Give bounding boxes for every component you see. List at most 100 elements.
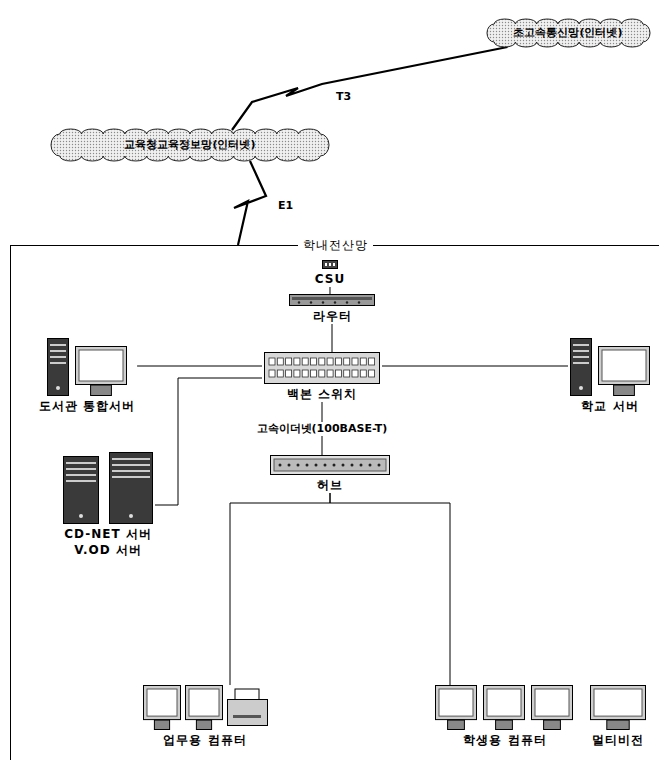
csu-led xyxy=(325,263,327,266)
router-device: 라우터 xyxy=(287,294,377,324)
hub-device: 허브 xyxy=(268,455,392,493)
monitor-stand xyxy=(544,720,561,729)
server-computer-icon xyxy=(47,338,127,396)
server-computer-label: 학교 서버 xyxy=(570,398,650,414)
server-computer: 도서관 통합서버 xyxy=(37,338,137,414)
hub-panel xyxy=(274,459,386,471)
tower-case xyxy=(571,339,592,396)
tower-slot xyxy=(66,474,96,476)
router-led xyxy=(298,301,300,303)
csu-device-icon xyxy=(322,260,338,269)
hub-device-icon xyxy=(270,455,390,475)
monitor-case xyxy=(591,686,646,720)
tower-slot xyxy=(573,356,589,358)
tower-slot xyxy=(112,464,150,466)
router-led xyxy=(346,301,348,303)
monitor-case xyxy=(185,686,222,720)
hub-led xyxy=(369,464,372,467)
tower-case xyxy=(64,457,99,524)
server-computer-icon xyxy=(570,338,650,396)
link-line xyxy=(137,366,262,367)
switch-body xyxy=(265,353,380,384)
tower-button xyxy=(129,514,133,518)
switch-port xyxy=(269,358,275,365)
monitor-stand xyxy=(496,720,513,729)
csu-led xyxy=(333,263,335,266)
monitor-screen xyxy=(439,689,473,716)
monitor-stand xyxy=(196,720,211,729)
tower-slot xyxy=(66,468,96,470)
tower-slot xyxy=(573,344,589,346)
switch-port xyxy=(344,370,350,377)
monitor-case xyxy=(484,686,525,720)
link-label: 고속이더넷(100BASE-T) xyxy=(255,422,390,436)
office-computers-icon xyxy=(143,685,268,730)
server-towers-label: CD-NET 서버 xyxy=(63,526,153,542)
tower-slot xyxy=(50,356,66,358)
tower-button xyxy=(79,514,83,518)
hub-led xyxy=(360,464,363,467)
multivision-screen-icon xyxy=(588,685,648,730)
link-line xyxy=(330,493,450,685)
switch-port xyxy=(327,358,333,365)
cloud-outline xyxy=(51,129,329,161)
monitor-screen xyxy=(79,350,123,381)
hub-device-label: 허브 xyxy=(270,477,390,493)
tower-slot xyxy=(112,476,150,478)
router-led xyxy=(358,301,360,303)
switch-port xyxy=(319,358,325,365)
monitor-case xyxy=(436,686,477,720)
server-computer: 학교 서버 xyxy=(568,338,652,414)
switch-port xyxy=(277,358,283,365)
csu-device: CSU xyxy=(313,260,347,287)
switch-port xyxy=(360,358,366,365)
monitor-stand xyxy=(448,720,465,729)
monitor-screen xyxy=(189,689,219,716)
router-device-icon xyxy=(289,294,375,306)
switch-port xyxy=(335,370,341,377)
monitor-case xyxy=(599,347,650,385)
server-towers-icon xyxy=(63,452,153,524)
switch-port xyxy=(302,370,308,377)
multivision-screen: 멀티비전 xyxy=(586,685,650,748)
hub-led xyxy=(297,464,300,467)
router-body xyxy=(290,295,375,306)
backbone-switch-label: 백본 스위치 xyxy=(264,386,380,402)
switch-port xyxy=(277,370,283,377)
hub-led xyxy=(324,464,327,467)
tower-slot xyxy=(112,470,150,472)
monitor-stand xyxy=(91,385,112,396)
monitor-screen xyxy=(594,689,642,716)
tower-case xyxy=(48,339,69,396)
monitor-case xyxy=(76,347,127,385)
server-towers: CD-NET 서버V.OD 서버 xyxy=(61,452,155,558)
campus-network-frame-label: 학내전산망 xyxy=(298,237,373,253)
multivision-screen-label: 멀티비전 xyxy=(588,732,648,748)
monitor-screen xyxy=(147,689,177,716)
student-computers: 학생용 컴퓨터 xyxy=(433,685,577,748)
tower-case xyxy=(110,453,153,524)
link-label: E1 xyxy=(276,199,295,213)
hub-led xyxy=(342,464,345,467)
link-line xyxy=(155,378,262,505)
router-device-label: 라우터 xyxy=(289,308,375,324)
switch-port xyxy=(319,370,325,377)
switch-port xyxy=(302,358,308,365)
switch-port xyxy=(344,358,350,365)
monitor-stand xyxy=(614,385,635,396)
network-cloud-label: 교육청교육정보망(인터넷) xyxy=(124,137,255,153)
tower-button xyxy=(56,386,60,390)
tower-slot xyxy=(112,458,150,460)
switch-port xyxy=(369,370,375,377)
router-led xyxy=(334,301,336,303)
switch-port xyxy=(352,370,358,377)
hub-led xyxy=(279,464,282,467)
hub-led xyxy=(378,464,381,467)
csu-led xyxy=(329,263,331,266)
switch-port xyxy=(269,370,275,377)
monitor-stand xyxy=(154,720,169,729)
link-line xyxy=(382,366,568,367)
switch-port xyxy=(335,358,341,365)
switch-port xyxy=(352,358,358,365)
